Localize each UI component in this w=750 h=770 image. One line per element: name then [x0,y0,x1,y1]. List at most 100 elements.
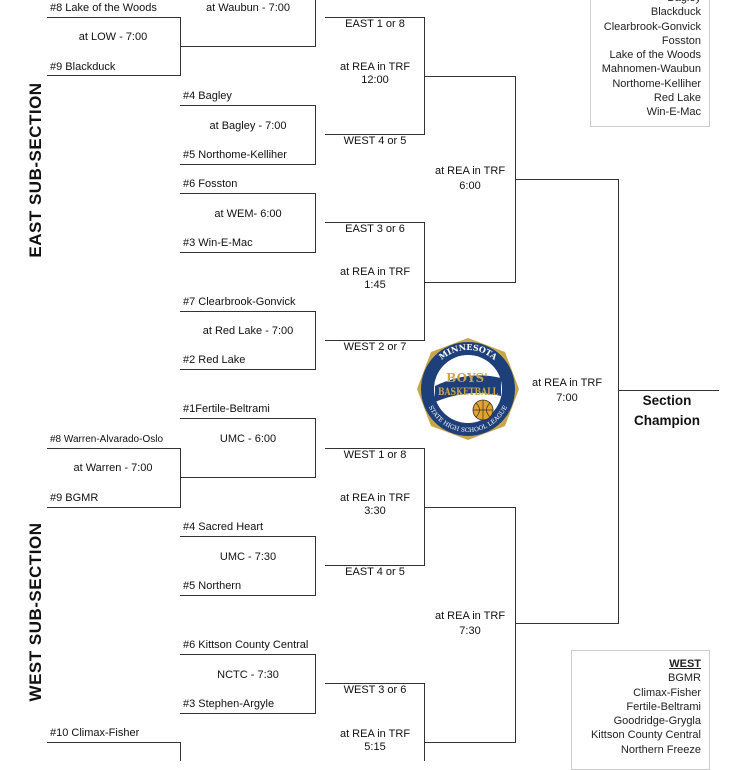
team-label: #4 Sacred Heart [183,521,264,533]
game-site-time: at Bagley - 7:00 [209,120,287,132]
bracket-line [180,418,316,420]
bracket-line [315,536,317,596]
bracket-line [315,418,317,478]
legend-team: Mahnomen-Waubun [601,63,701,76]
bracket-line [180,713,316,715]
bracket-line [180,477,316,479]
legend-team: BGMR [668,672,701,685]
bracket-line [515,179,619,181]
legend-team: Clearbrook-Gonvick [603,20,701,33]
team-label: #3 Win-E-Mac [183,237,253,249]
legend-team: Win-E-Mac [646,106,701,119]
bracket-line [515,76,517,283]
legend-team: Northome-Kelliher [612,77,701,90]
game-site-time: UMC - 7:30 [219,551,277,563]
legend-team: Kittson County Central [590,729,701,742]
bracket-line [325,683,425,685]
bracket-line [180,164,316,166]
legend-team: Lake of the Woods [609,49,701,62]
slot-label: EAST 3 or 6 [345,223,405,235]
legend-team: Red Lake [653,92,701,105]
team-label: #10 Climax-Fisher [50,727,140,739]
bracket-line [180,595,316,597]
team-label: #9 BGMR [50,492,99,504]
bracket-line [180,311,316,313]
legend-team: Blackduck [650,6,701,19]
bracket-line [515,507,517,743]
team-label: #5 Northern [183,580,242,592]
bracket-line [325,17,425,19]
bracket-line [315,654,317,714]
bracket-line [315,193,317,253]
bracket-line [47,507,181,509]
team-label: #3 Stephen-Argyle [183,698,275,710]
bracket-line [424,507,516,509]
slot-label: WEST 4 or 5 [343,135,407,147]
bracket-line [325,340,425,342]
legend-team: Bagley [599,0,701,5]
slot-label: WEST 3 or 6 [343,684,407,696]
bracket-line [180,654,316,656]
team-label: #8 Lake of the Woods [50,2,157,14]
bracket-line [325,565,425,567]
west-subsection-heading: WEST SUB-SECTION [26,522,45,702]
bracket-line [180,369,316,371]
game-site-time: at LOW - 7:00 [78,31,148,43]
bracket-line [180,17,182,76]
east-subsection-heading: EAST SUB-SECTION [26,82,45,258]
team-label: #1Fertile-Beltrami [183,403,270,415]
west-legend-heading: WEST [669,658,701,670]
bracket-line [180,105,316,107]
section-champion-label: Section Champion [634,393,700,428]
team-label: #5 Northome-Kelliher [183,149,287,161]
bracket-line [315,105,317,165]
bracket-line [618,390,719,392]
bracket-line [180,252,316,254]
legend-team: Goodridge-Grygla [613,715,701,728]
game-site-time: at WEM- 6:00 [214,208,282,220]
bracket-line [315,311,317,370]
team-label: #6 Kittson County Central [183,639,309,651]
game-site-time: UMC - 6:00 [219,433,277,445]
bracket-line [47,448,181,450]
slot-label: EAST 4 or 5 [345,566,405,578]
bracket-line [325,448,425,450]
team-label: #9 Blackduck [50,61,116,73]
bracket-line [515,623,619,625]
slot-label: WEST 1 or 8 [343,449,407,461]
game-site-time: NCTC - 7:30 [217,669,279,681]
svg-text:BOYS': BOYS' [446,371,488,385]
bracket-line [424,76,516,78]
bracket-line [47,17,181,19]
bracket-line [325,222,425,224]
slot-label: WEST 2 or 7 [343,341,407,353]
legend-team: Climax-Fisher [633,686,701,699]
team-label: #7 Clearbrook-Gonvick [183,296,296,308]
bracket-line [315,0,317,47]
mshsl-boys-basketball-logo: BOYS' BASKETBALL MINNESOTA STATE HIGH SC… [417,338,519,440]
east-legend: BagleyBlackduckClearbrook-GonvickFosston… [590,0,710,127]
bracket-line [47,75,181,77]
team-label: #4 Bagley [183,90,232,102]
bracket-line [618,179,620,624]
bracket-line [424,282,516,284]
bracket-line [180,536,316,538]
team-label: #2 Red Lake [183,354,246,366]
bracket-line [424,17,426,135]
game-site-time: at Red Lake - 7:00 [202,325,294,337]
slot-label: EAST 1 or 8 [345,18,405,30]
bracket-line [180,448,182,508]
bracket-line [180,46,316,48]
legend-team: Fosston [661,34,701,47]
bracket-line [424,683,426,761]
team-label: #6 Fosston [183,178,238,190]
bracket-line [180,193,316,195]
